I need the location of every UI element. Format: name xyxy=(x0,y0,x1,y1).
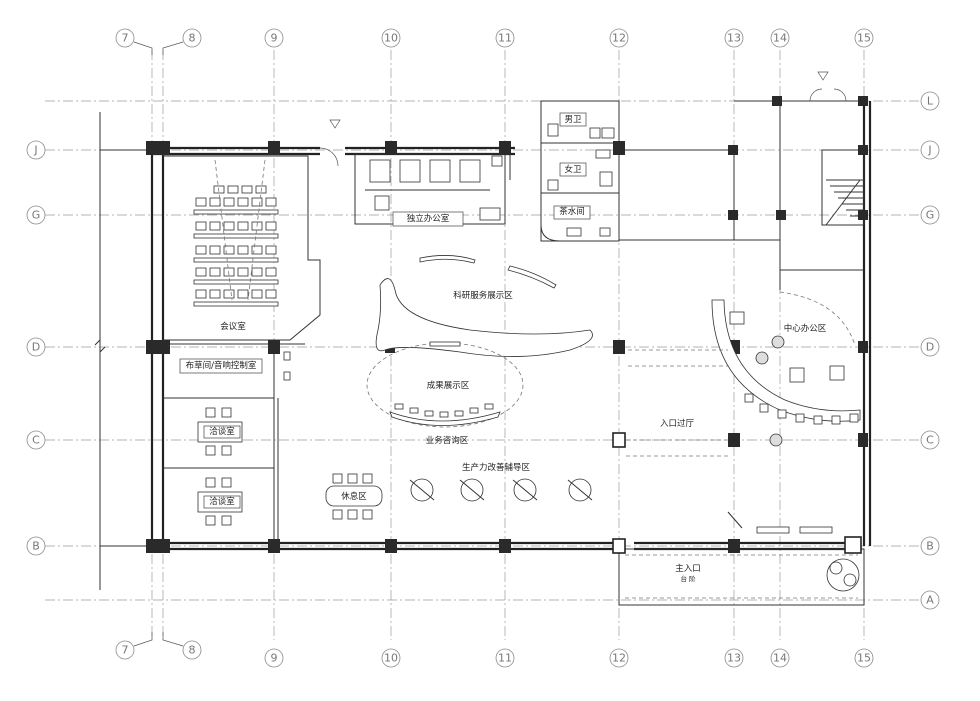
label-productivity: 生产力改善辅导区 xyxy=(462,462,531,473)
grid-col-label: 8 xyxy=(189,644,196,657)
grid-col-label: 7 xyxy=(122,644,129,657)
office-furniture xyxy=(365,155,503,221)
grid-col-label: 11 xyxy=(498,652,512,665)
label-central-office: 中心办公区 xyxy=(784,323,827,334)
grid-row-label: G xyxy=(32,209,41,222)
label-women-wc: 女卫 xyxy=(564,164,582,175)
grid-row-label: D xyxy=(32,341,40,354)
stair xyxy=(825,179,864,226)
label-rest-area: 休息区 xyxy=(341,491,367,502)
grid-col-label: 15 xyxy=(857,652,871,665)
label-men-wc: 男卫 xyxy=(564,115,582,125)
exhibit-area xyxy=(366,255,593,428)
rest-area-furniture xyxy=(325,473,383,520)
grid-row-label: J xyxy=(33,144,37,157)
grid-col-label: 13 xyxy=(727,32,741,45)
label-tea-room: 茶水间 xyxy=(559,206,585,217)
label-office-private: 独立办公室 xyxy=(407,213,450,224)
label-meeting-room: 会议室 xyxy=(220,321,246,332)
grid-col-label: 11 xyxy=(498,32,512,45)
grid-bubbles-bottom: 7 8 9 10 11 12 13 14 15 xyxy=(115,632,874,668)
label-main-entrance: 主入口 xyxy=(675,563,701,574)
label-negotiation-2: 洽谈室 xyxy=(209,496,235,507)
grid-col-label: 8 xyxy=(189,32,196,45)
label-control-room: 布草间/音响控制室 xyxy=(186,360,257,371)
entrance-details xyxy=(319,71,860,592)
meeting-room-chairs xyxy=(193,159,279,307)
grid-bubbles-top: 7 8 9 10 11 12 13 14 15 xyxy=(115,28,874,55)
grid-bubbles-right: L J G D C B A xyxy=(920,91,940,610)
grid-row-label: A xyxy=(926,594,934,607)
grid-row-label: L xyxy=(927,95,934,108)
grid-col-label: 13 xyxy=(727,652,741,665)
grid-col-label: 9 xyxy=(271,652,278,665)
grid-col-label: 7 xyxy=(122,32,129,45)
label-sci-exhibit: 科研服务展示区 xyxy=(453,290,513,301)
grid-col-label: 9 xyxy=(271,32,278,45)
central-office-furniture xyxy=(711,291,861,447)
grid-col-label: 12 xyxy=(612,652,626,665)
grid-row-label: G xyxy=(926,209,935,222)
label-consult: 业务咨询区 xyxy=(426,435,469,446)
label-entrance-hall: 入口过厅 xyxy=(660,418,695,429)
label-negotiation-1: 洽谈室 xyxy=(209,426,235,437)
grid-row-label: C xyxy=(32,434,40,447)
grid-row-label: C xyxy=(926,434,934,447)
grid-row-label: J xyxy=(927,144,931,157)
wc-fixtures xyxy=(547,123,615,237)
grid-col-label: 14 xyxy=(773,652,787,665)
label-entrance-steps: 台 阶 xyxy=(680,574,696,583)
grid-col-label: 12 xyxy=(612,32,626,45)
grid-col-label: 10 xyxy=(384,652,398,665)
grid-row-label: B xyxy=(926,540,934,553)
grid-row-label: D xyxy=(926,341,934,354)
grid-row-label: B xyxy=(32,540,40,553)
grid-col-label: 14 xyxy=(773,32,787,45)
grid-col-label: 15 xyxy=(857,32,871,45)
grid-col-label: 10 xyxy=(384,32,398,45)
grid-bubbles-left: J G D C B xyxy=(26,140,46,556)
label-results-exhibit: 成果展示区 xyxy=(427,380,470,391)
productivity-stations xyxy=(409,478,593,502)
columns xyxy=(146,96,868,554)
room-labels: 会议室 独立办公室 男卫 女卫 茶水间 科研服务展示区 中心办公区 布草间/音响… xyxy=(179,112,827,583)
walls xyxy=(94,100,872,606)
